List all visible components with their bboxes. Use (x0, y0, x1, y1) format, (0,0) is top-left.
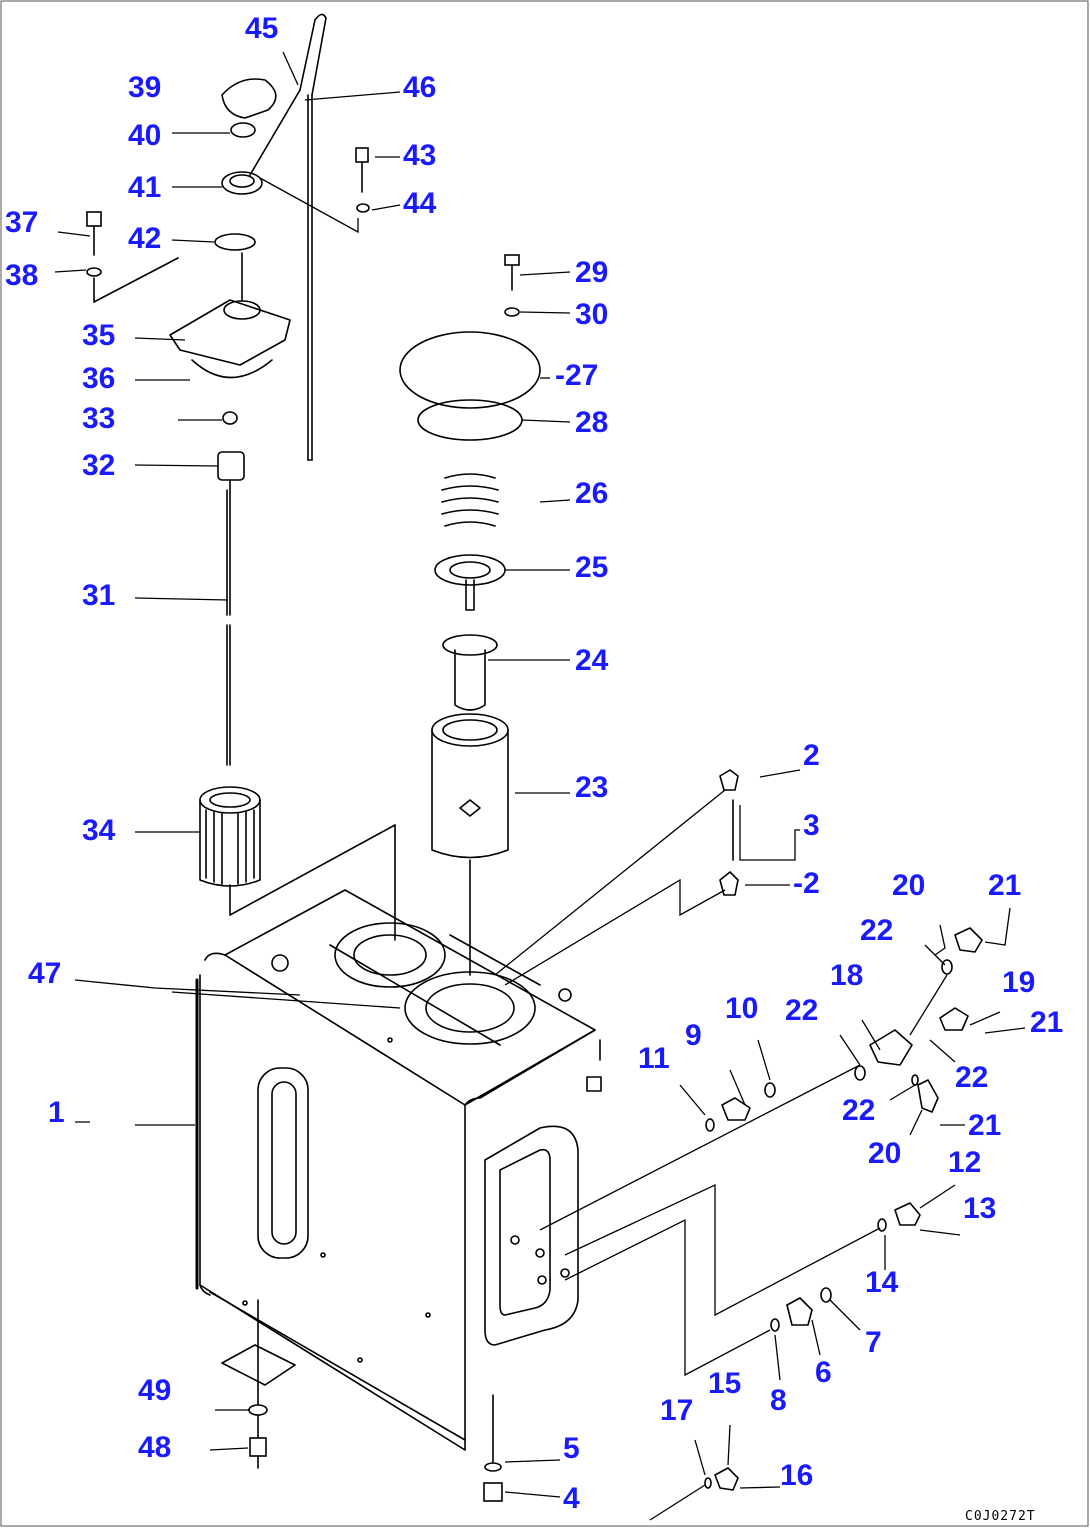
label-3: 3 (803, 809, 820, 842)
label-23: 23 (575, 771, 608, 804)
label-45: 45 (245, 12, 278, 45)
label-12: 12 (948, 1146, 981, 1179)
label-48: 48 (138, 1431, 171, 1464)
label-4: 4 (563, 1482, 580, 1515)
label-22-right: 22 (955, 1061, 988, 1094)
drawing-code: C0J0272T (965, 1509, 1036, 1524)
label-19: 19 (1002, 966, 1035, 999)
label-42: 42 (128, 222, 161, 255)
label-27: -27 (555, 359, 598, 392)
item-number-labels: 1 2 -2 3 4 5 6 7 8 9 10 11 12 13 14 15 1… (5, 12, 1063, 1515)
label-46: 46 (403, 71, 436, 104)
label-44: 44 (403, 187, 437, 220)
label-8: 8 (770, 1384, 787, 1417)
label-20-top: 20 (892, 869, 925, 902)
label-38: 38 (5, 259, 38, 292)
label-22-top: 22 (860, 914, 893, 947)
label-37: 37 (5, 206, 38, 239)
label-15: 15 (708, 1367, 741, 1400)
label-9: 9 (685, 1019, 702, 1052)
label-21-bottom: 21 (968, 1109, 1001, 1142)
label-16: 16 (780, 1459, 813, 1492)
label-25: 25 (575, 551, 608, 584)
label-14: 14 (865, 1266, 899, 1299)
return-filter-stack (399, 254, 541, 976)
label-2-secondary: -2 (793, 867, 820, 900)
label-35: 35 (82, 319, 115, 352)
suction-strainer-stack (86, 13, 396, 941)
label-6: 6 (815, 1356, 832, 1389)
label-21-top: 21 (988, 869, 1021, 902)
mount-bracket-bolt (221, 1299, 503, 1502)
label-22-left: 22 (785, 994, 818, 1027)
label-10: 10 (725, 992, 758, 1025)
label-29: 29 (575, 256, 608, 289)
label-49: 49 (138, 1374, 171, 1407)
label-20-bottom: 20 (868, 1137, 901, 1170)
label-28: 28 (575, 406, 608, 439)
label-7: 7 (865, 1326, 882, 1359)
label-17: 17 (660, 1394, 693, 1427)
label-11: 11 (638, 1042, 670, 1075)
label-31: 31 (82, 579, 115, 612)
label-21-mid: 21 (1030, 1006, 1063, 1039)
label-39: 39 (128, 71, 161, 104)
label-30: 30 (575, 298, 608, 331)
label-41: 41 (128, 171, 161, 204)
label-43: 43 (403, 139, 436, 172)
label-5: 5 (563, 1432, 580, 1465)
leader-lines (54, 51, 1026, 1498)
label-13: 13 (963, 1192, 996, 1225)
label-36: 36 (82, 362, 115, 395)
label-24: 24 (575, 644, 609, 677)
label-26: 26 (575, 477, 608, 510)
label-18: 18 (830, 959, 863, 992)
tank-body (195, 889, 602, 1451)
label-40: 40 (128, 119, 161, 152)
label-47: 47 (28, 957, 61, 990)
label-22-lower: 22 (842, 1094, 875, 1127)
fittings-and-piping (494, 769, 983, 1521)
label-32: 32 (82, 449, 115, 482)
label-1: 1 (48, 1096, 65, 1129)
label-2: 2 (803, 739, 820, 772)
label-33: 33 (82, 402, 115, 435)
label-34: 34 (82, 814, 116, 847)
